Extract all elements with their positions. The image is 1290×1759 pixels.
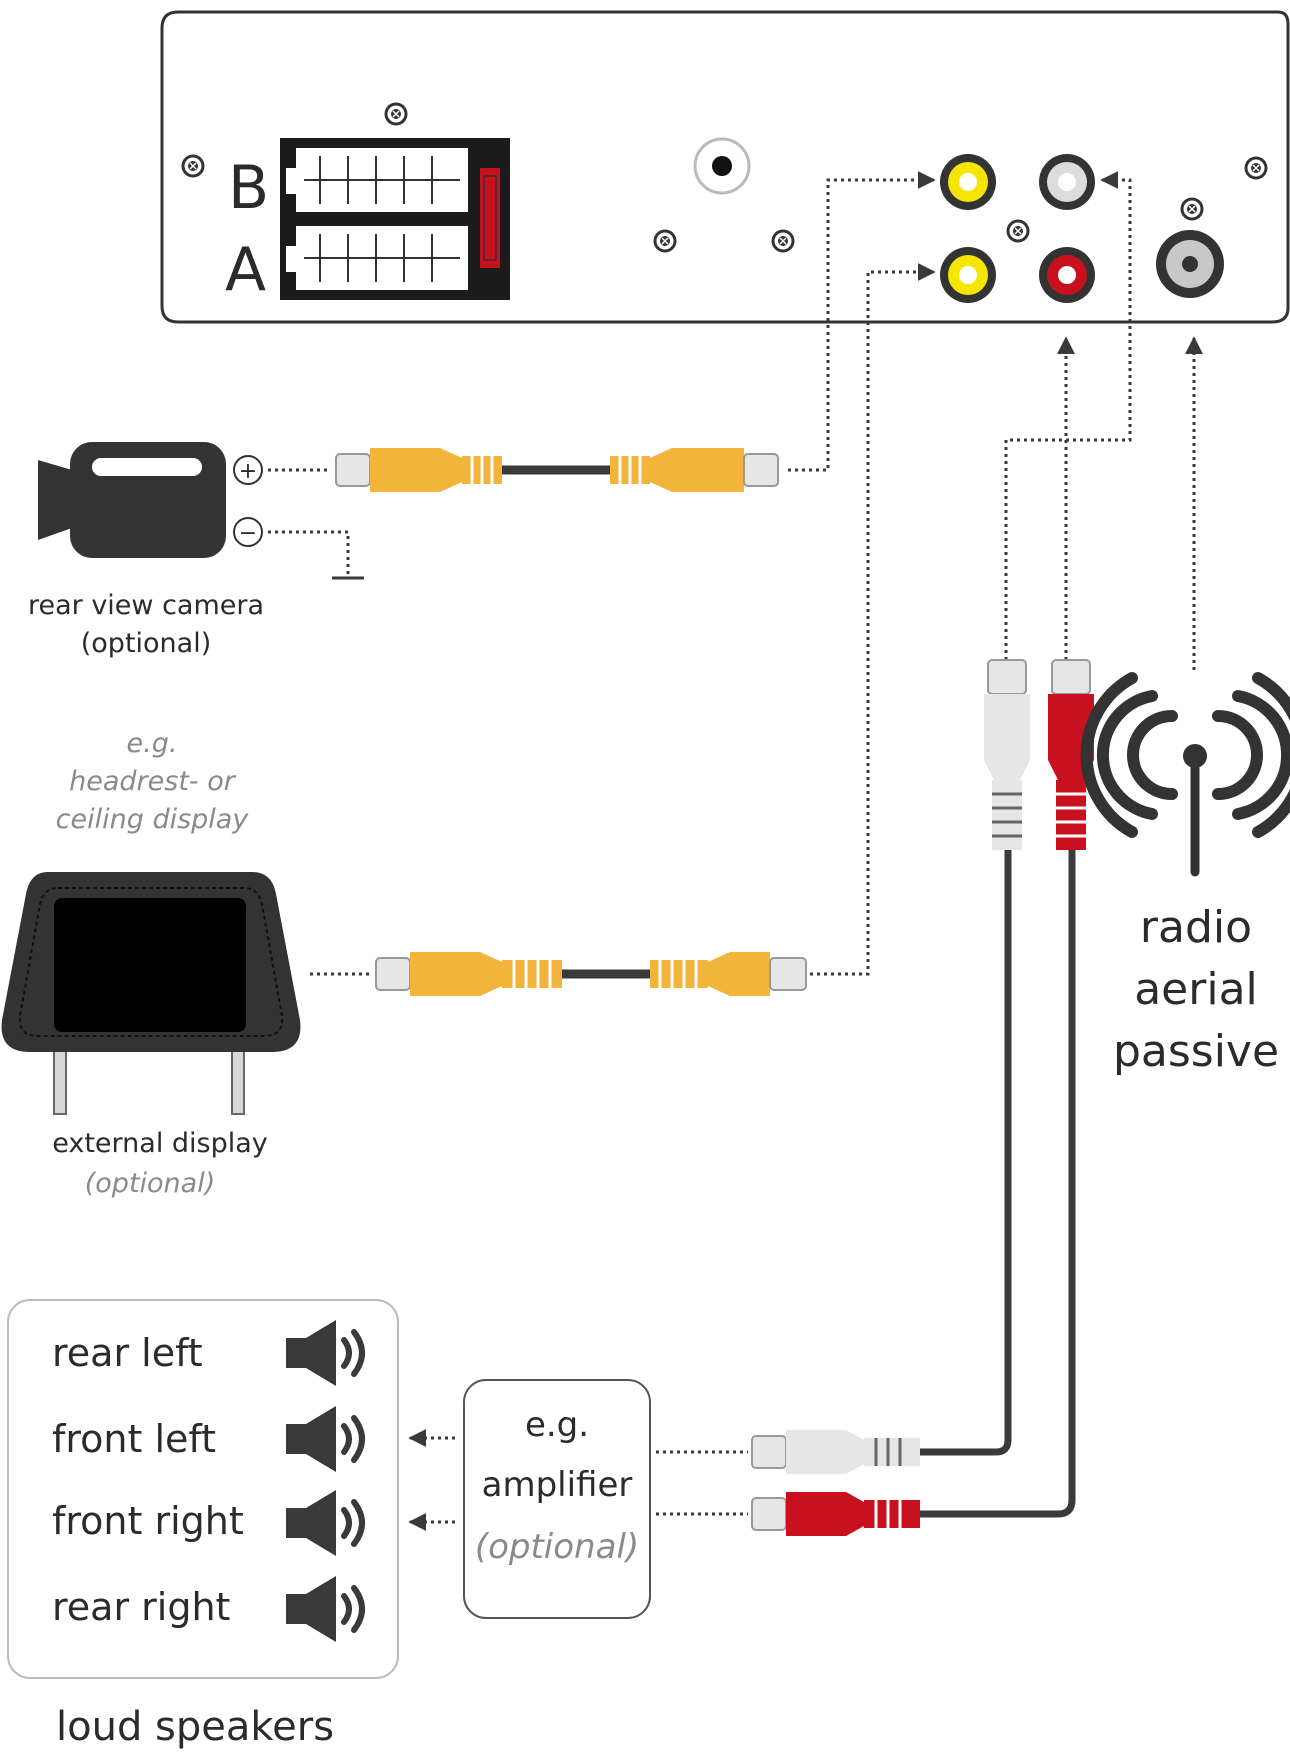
audio-rca-plugs	[916, 659, 1094, 1518]
display-sublabel: (optional)	[85, 1168, 216, 1199]
speaker-label-front-right: front right	[52, 1499, 244, 1543]
screw-icon	[1006, 219, 1030, 243]
connector-a-label: A	[225, 235, 266, 305]
loud-speakers-label: loud speakers	[56, 1704, 334, 1750]
screw-icon	[1244, 156, 1268, 180]
screw-icon	[181, 154, 205, 178]
rear-view-camera: + − rear view camera (optional)	[28, 442, 264, 659]
camera-sublabel: (optional)	[81, 628, 212, 659]
display-note-line1: e.g.	[127, 728, 178, 759]
rca-socket-audio-white	[1039, 154, 1095, 210]
head-unit-rear-panel: B A	[160, 10, 1290, 324]
signal-lines	[268, 171, 1203, 1531]
speaker-label-rear-right: rear right	[52, 1585, 230, 1629]
amplifier-label-line2: amplifier	[482, 1465, 633, 1505]
display-note-line3: ceiling display	[56, 804, 250, 835]
screw-icon	[653, 229, 677, 253]
headrest-display-icon	[1, 872, 301, 1115]
camera-video-cable	[335, 448, 779, 492]
camera-plus-terminal: +	[239, 459, 257, 484]
aerial-label-line1: radio	[1140, 902, 1252, 953]
rca-socket-video-in	[940, 154, 996, 210]
amplifier-label-line3: (optional)	[475, 1527, 639, 1567]
screw-icon	[384, 102, 408, 126]
display-label: external display	[52, 1128, 268, 1159]
antenna-socket	[1156, 230, 1224, 298]
external-display: e.g. headrest- or ceiling display extern…	[1, 728, 301, 1199]
loud-speakers-box: rear left front left front right rear ri…	[7, 1299, 399, 1679]
audio-plugs-amplifier-side	[751, 1430, 920, 1536]
screw-icon	[771, 229, 795, 253]
speaker-label-rear-left: rear left	[52, 1331, 203, 1375]
aerial-label-line3: passive	[1113, 1026, 1279, 1077]
display-video-cable	[375, 952, 807, 996]
jack-socket	[693, 137, 751, 195]
camera-label: rear view camera	[28, 590, 264, 621]
camera-icon	[38, 442, 226, 558]
amplifier-box: e.g. amplifier (optional)	[463, 1379, 651, 1619]
radio-aerial: radio aerial passive	[1080, 672, 1290, 1077]
rca-socket-audio-red	[1039, 247, 1095, 303]
speaker-label-front-left: front left	[52, 1417, 216, 1461]
iso-connector-block	[280, 138, 510, 300]
amplifier-label-line1: e.g.	[525, 1405, 589, 1445]
antenna-signal-icon	[1080, 672, 1290, 877]
rca-socket-video-out	[940, 247, 996, 303]
screw-icon	[1180, 197, 1204, 221]
display-note-line2: headrest- or	[69, 766, 237, 797]
connector-b-label: B	[228, 153, 269, 223]
camera-minus-terminal: −	[239, 521, 257, 546]
aerial-label-line2: aerial	[1134, 964, 1258, 1015]
